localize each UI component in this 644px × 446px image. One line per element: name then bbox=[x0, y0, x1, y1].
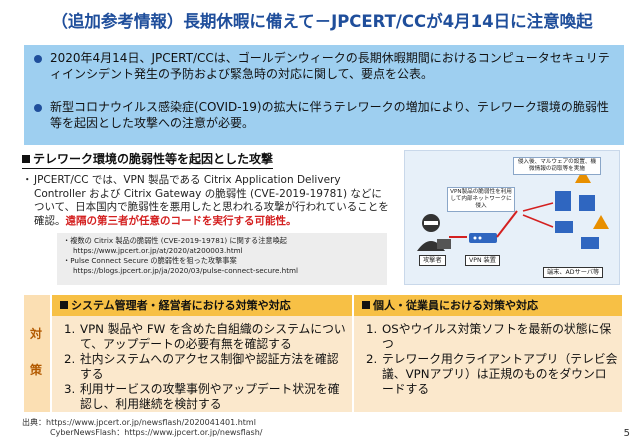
list-item: 1. VPN 製品や FW を含めた自組織のシステムについて、アップデートの必要有… bbox=[52, 322, 352, 352]
item-text: VPN 製品や FW を含めた自組織のシステムについて、アップデートの必要有無を… bbox=[80, 322, 346, 351]
square-bullet-icon bbox=[60, 301, 68, 309]
square-bullet-icon bbox=[22, 155, 30, 163]
summary-box: 2020年4月14日、JPCERT/CCは、ゴールデンウィークの長期休暇期間にお… bbox=[24, 45, 624, 145]
references-box: ・複数の Citrix 製品の脆弱性 (CVE-2019-19781) に関する… bbox=[57, 233, 387, 285]
diagram-top-note: 侵入後、マルウェアの設置、機微情報の窃取等を実施 bbox=[513, 157, 601, 175]
side-char: 対 bbox=[30, 327, 43, 341]
lateral-arrow bbox=[522, 214, 554, 228]
attacker-icon bbox=[417, 214, 451, 251]
admin-heading-text: システム管理者・経営者における対策や対応 bbox=[71, 299, 291, 312]
reference-label: ・複数の Citrix 製品の脆弱性 (CVE-2019-19781) に関する… bbox=[63, 236, 287, 245]
personal-measures: 個人・従業員における対策や対応 1. OSやウイルス対策ソフトを最新の状態に保つ … bbox=[354, 295, 622, 412]
square-bullet-icon bbox=[362, 301, 370, 309]
personal-measures-list: 1. OSやウイルス対策ソフトを最新の状態に保つ 2. テレワーク用クライアントアプ… bbox=[354, 316, 622, 397]
item-text: テレワーク用クライアントアプリ（テレビ会議、VPNアプリ）は正規のものをダウンロ… bbox=[382, 352, 618, 396]
intrusion-arrow bbox=[496, 210, 518, 238]
diagram-mid-note: VPN製品の脆弱性を利用して内部ネットワークに侵入 bbox=[447, 187, 515, 212]
item-number: 2. bbox=[366, 352, 378, 366]
reference-label: ・Pulse Connect Secure の脆弱性を狙った攻撃事案 bbox=[63, 256, 237, 265]
summary-item: 新型コロナウイルス感染症(COVID-19)の拡大に伴うテレワークの増加により、… bbox=[34, 100, 619, 131]
attack-highlight: 遠隔の第三者が任意のコードを実行する可能性。 bbox=[65, 214, 297, 227]
source-citation: 出典：https://www.jpcert.or.jp/newsflash/20… bbox=[22, 418, 262, 438]
list-item: 2. 社内システムへのアクセス制御や認証方法を確認する bbox=[52, 352, 352, 382]
attack-text: JPCERT/CC では、VPN 製品である Citrix Applicatio… bbox=[34, 174, 389, 227]
item-number: 2. bbox=[64, 352, 76, 366]
source-line[interactable]: 出典：https://www.jpcert.or.jp/newsflash/20… bbox=[22, 418, 256, 427]
attack-diagram: 侵入後、マルウェアの設置、機微情報の窃取等を実施 VPN製品の脆弱性を利用して内… bbox=[404, 150, 620, 285]
reference-url[interactable]: https://www.jpcert.or.jp/at/2020/at20000… bbox=[73, 246, 243, 255]
item-text: 利用サービスの攻撃事例やアップデート状況を確認し、利用継続を検討する bbox=[80, 382, 340, 411]
attack-description: ・ JPCERT/CC では、VPN 製品である Citrix Applicat… bbox=[22, 174, 392, 228]
server-icon bbox=[555, 191, 595, 211]
summary-text: 新型コロナウイルス感染症(COVID-19)の拡大に伴うテレワークの増加により、… bbox=[50, 100, 609, 130]
item-text: 社内システムへのアクセス制御や認証方法を確認する bbox=[80, 352, 339, 381]
admin-measures-heading: システム管理者・経営者における対策や対応 bbox=[52, 295, 352, 316]
bullet-dot-icon bbox=[34, 104, 42, 112]
slide-title: （追加参考情報）長期休暇に備えて－JPCERT/CCが4月14日に注意喚起 bbox=[51, 12, 593, 31]
item-number: 3. bbox=[64, 382, 76, 396]
item-text: OSやウイルス対策ソフトを最新の状態に保つ bbox=[382, 322, 612, 351]
terminal-icon bbox=[555, 221, 599, 249]
servers-label: 端末、ADサーバ等 bbox=[543, 267, 604, 278]
section-heading: テレワーク環境の脆弱性等を起因とした攻撃 bbox=[22, 150, 274, 169]
summary-text: 2020年4月14日、JPCERT/CCは、ゴールデンウィークの長期休暇期間にお… bbox=[50, 51, 610, 81]
summary-item: 2020年4月14日、JPCERT/CCは、ゴールデンウィークの長期休暇期間にお… bbox=[34, 51, 619, 82]
reference-url[interactable]: https://blogs.jpcert.or.jp/ja/2020/03/pu… bbox=[73, 266, 299, 275]
attacker-label: 攻撃者 bbox=[419, 255, 446, 266]
personal-measures-heading: 個人・従業員における対策や対応 bbox=[354, 295, 622, 316]
item-number: 1. bbox=[366, 322, 378, 336]
diagram-graphic bbox=[417, 169, 609, 251]
page-number: 5 bbox=[623, 428, 630, 439]
lateral-arrow bbox=[522, 202, 554, 212]
personal-heading-text: 個人・従業員における対策や対応 bbox=[373, 299, 538, 312]
admin-measures-list: 1. VPN 製品や FW を含めた自組織のシステムについて、アップデートの必要有… bbox=[52, 316, 352, 412]
list-item: 1. OSやウイルス対策ソフトを最新の状態に保つ bbox=[354, 322, 622, 352]
bullet-dot-icon bbox=[34, 55, 42, 63]
list-item: 3. 利用サービスの攻撃事例やアップデート状況を確認し、利用継続を検討する bbox=[52, 382, 352, 412]
vpn-label: VPN 装置 bbox=[465, 255, 500, 266]
bullet-marker: ・ bbox=[22, 174, 33, 186]
list-item: 2. テレワーク用クライアントアプリ（テレビ会議、VPNアプリ）は正規のものをダウ… bbox=[354, 352, 622, 397]
item-number: 1. bbox=[64, 322, 76, 336]
vpn-device-icon bbox=[469, 233, 497, 243]
warning-icon bbox=[575, 169, 609, 229]
attack-description-text: JPCERT/CC では、VPN 製品である Citrix Applicatio… bbox=[34, 174, 392, 228]
countermeasures-side-label: 対 策 bbox=[24, 295, 50, 412]
admin-measures: システム管理者・経営者における対策や対応 1. VPN 製品や FW を含めた自組… bbox=[52, 295, 352, 412]
source-line[interactable]: CyberNewsFlash：https://www.jpcert.or.jp/… bbox=[50, 428, 263, 437]
side-char: 策 bbox=[30, 363, 43, 377]
countermeasures: 対 策 システム管理者・経営者における対策や対応 1. VPN 製品や FW を含… bbox=[24, 295, 622, 412]
section-heading-text: テレワーク環境の脆弱性等を起因とした攻撃 bbox=[33, 152, 274, 166]
